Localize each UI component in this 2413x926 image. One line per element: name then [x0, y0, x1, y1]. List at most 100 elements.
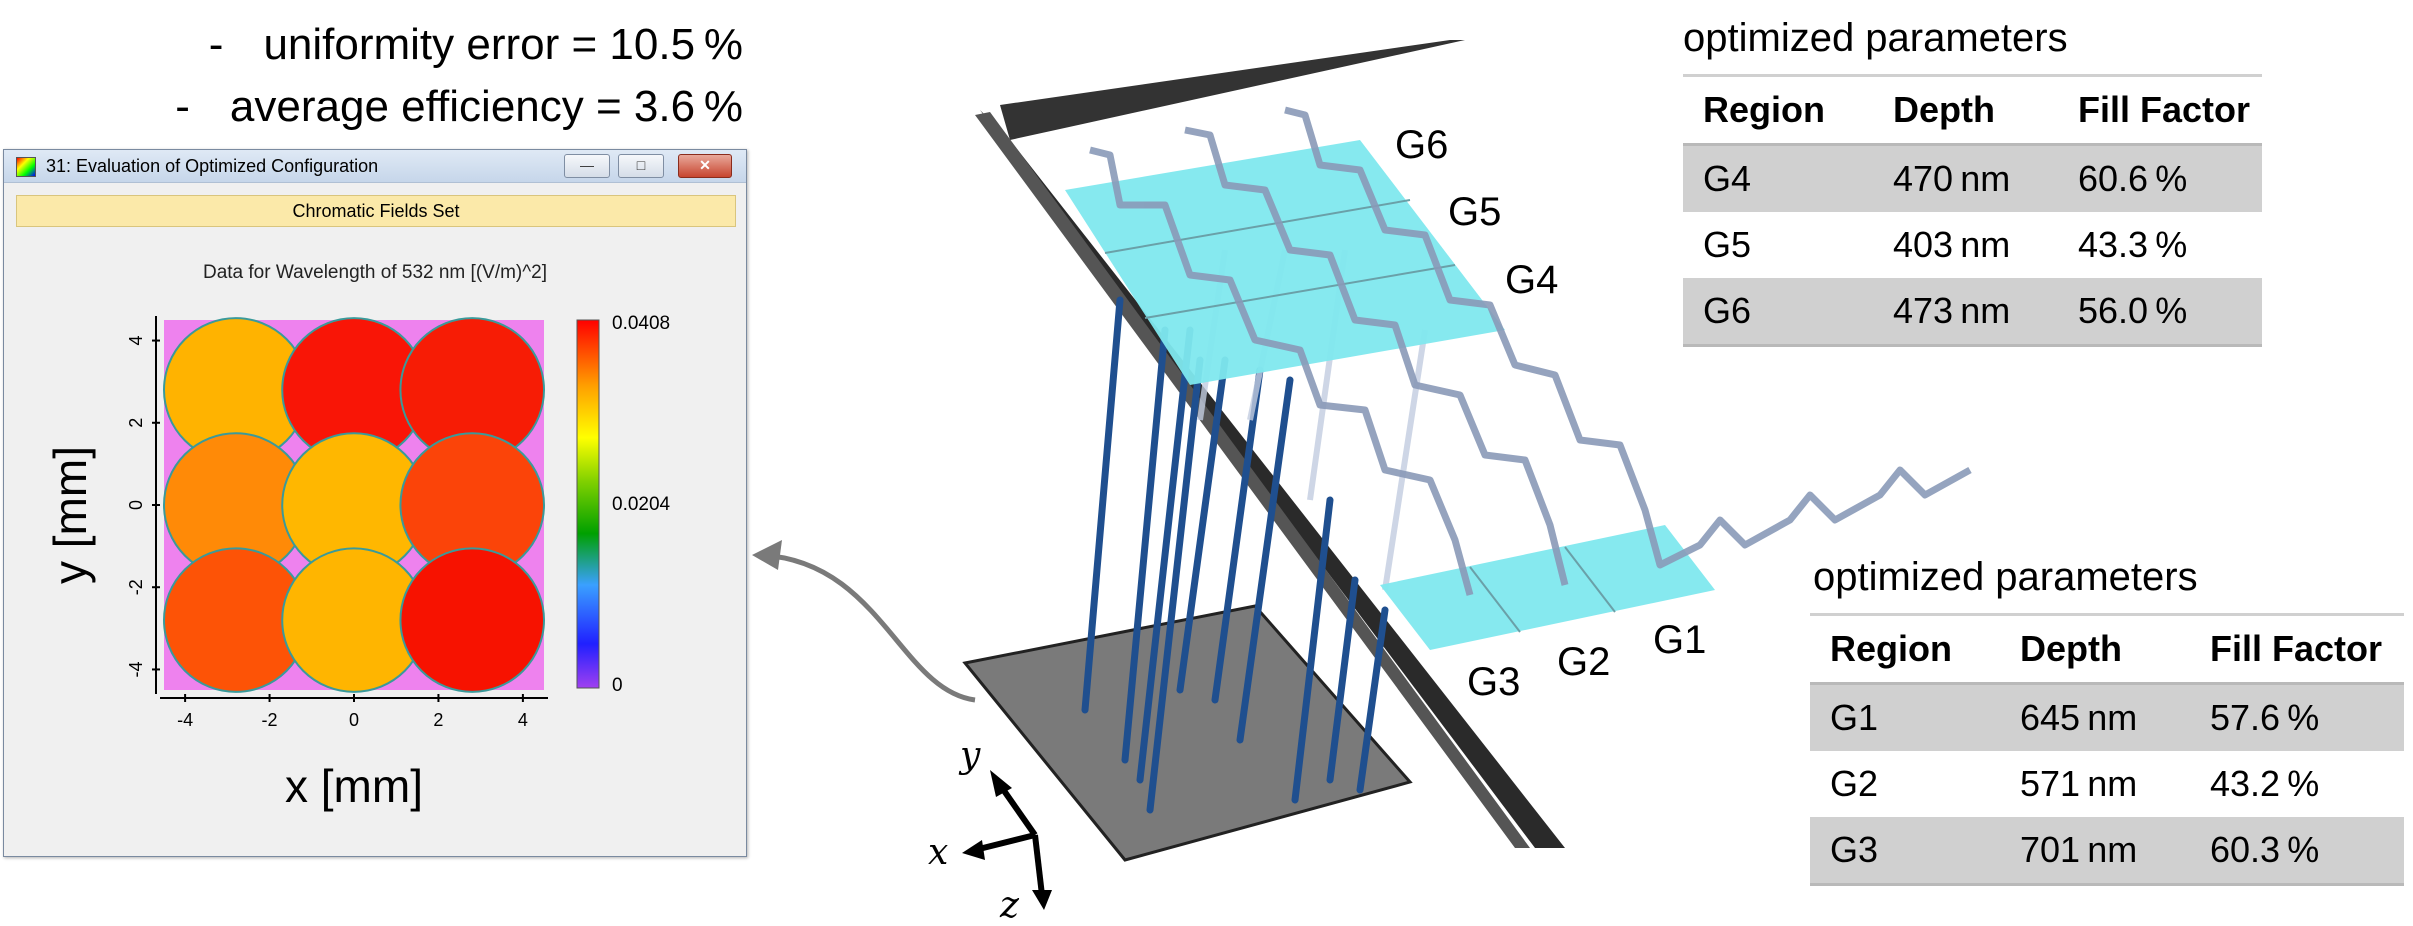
minimize-button[interactable]: — [564, 154, 610, 178]
y-axis-label: y [mm] [44, 446, 96, 584]
y-tick-label: 2 [126, 418, 146, 428]
efficiency-line: -average efficiency = 3.6 % [175, 82, 743, 131]
z-axis [1032, 834, 1045, 896]
ray [1382, 329, 1428, 591]
label-g4: G4 [1505, 258, 1559, 302]
x-tick-label: 2 [433, 710, 443, 730]
cell-depth: 403 nm [1893, 224, 2011, 265]
column-header-region: Region [1810, 613, 2000, 685]
zigzag-path [1184, 126, 1569, 586]
cell-fill-factor: 57.6 % [2190, 683, 2404, 751]
ray [1121, 326, 1169, 764]
cell-fill-factor: 60.6 % [2058, 144, 2262, 212]
tab-chromatic-fields-set[interactable]: Chromatic Fields Set [16, 195, 736, 227]
grating-division [1144, 264, 1456, 319]
column-header-fill-factor: Fill Factor [2190, 613, 2404, 685]
label-g3: G3 [1467, 660, 1521, 704]
colorbar-tick-min: 0 [612, 675, 623, 696]
column-header-fill-factor: Fill Factor [2058, 74, 2262, 146]
cell-fill-factor: 43.2 % [2210, 763, 2320, 804]
arrow-curve [759, 552, 976, 703]
cell-region: G5 [1703, 224, 1752, 265]
cell-depth: 645 nm [2000, 683, 2190, 751]
grating-division [1469, 566, 1521, 633]
zigzag-path [1089, 146, 1474, 596]
table-row: G3 701 nm 60.3 % [1810, 817, 2404, 886]
y-tick-label: 0 [126, 500, 146, 510]
x-axis [974, 832, 1036, 853]
table-row: G1 645 nm 57.6 % [1810, 683, 2404, 751]
cell-region: G2 [1830, 763, 1879, 804]
label-g5: G5 [1448, 190, 1502, 234]
arrow-head [752, 540, 782, 570]
y-arrowhead [990, 770, 1012, 797]
cell-region: G1 [1810, 683, 2000, 751]
grating-lower-divisions [1469, 546, 1616, 633]
y-tick-label: -2 [126, 579, 146, 595]
summary-text: -uniformity error = 10.5 % -average effi… [175, 14, 743, 138]
cell-depth: 701 nm [2000, 817, 2190, 886]
ray [1291, 496, 1334, 804]
zigzag-path [1284, 106, 1972, 569]
colorbar-tick-mid: 0.0204 [612, 494, 671, 515]
label-g2: G2 [1557, 640, 1611, 684]
waveguide-slab [980, 110, 1565, 848]
column-header-depth: Depth [2000, 613, 2190, 685]
intensity-spot [399, 547, 546, 693]
ray [1356, 606, 1389, 794]
cell-fill-factor: 43.3 % [2078, 224, 2188, 265]
cell-depth: 470 nm [1873, 144, 2058, 212]
lower-table-title: optimized parameters [1813, 555, 2198, 599]
ray [1211, 366, 1264, 704]
grating-division [1564, 546, 1616, 613]
grating-division [1104, 199, 1411, 254]
grating-upper-divisions [1104, 199, 1456, 319]
label-g1: G1 [1653, 618, 1707, 662]
table-row: G5 403 nm 43.3 % [1683, 212, 2262, 278]
ray-bundle [1081, 296, 1389, 814]
axis-label-x: x [928, 832, 949, 873]
column-header-region: Region [1683, 74, 1873, 146]
table-header-row: Region Depth Fill Factor [1810, 613, 2404, 685]
x-axis-label: x [mm] [285, 760, 423, 812]
lower-parameter-table: Region Depth Fill Factor G1 645 nm 57.6 … [1810, 613, 2404, 886]
label-g6: G6 [1395, 123, 1449, 167]
axis-label-z: z [1000, 885, 1019, 926]
evaluation-window: 31: Evaluation of Optimized Configuratio… [3, 149, 747, 857]
upper-parameter-table: Region Depth Fill Factor G4 470 nm 60.6 … [1683, 74, 2262, 347]
z-arrowhead [1032, 890, 1052, 910]
colorbar [576, 319, 600, 689]
cell-region: G4 [1683, 144, 1873, 212]
window-titlebar[interactable]: 31: Evaluation of Optimized Configuratio… [4, 150, 746, 183]
table-row: G6 473 nm 56.0 % [1683, 278, 2262, 347]
waveguide-face [975, 112, 1530, 848]
grating-g1-g3 [1380, 525, 1715, 650]
uniformity-line: -uniformity error = 10.5 % [208, 20, 743, 69]
x-tick-label: 4 [518, 710, 528, 730]
plot-subtitle: Data for Wavelength of 532 nm [(V/m)^2] [202, 262, 548, 283]
waveguide-top-edge [1000, 40, 1465, 140]
table-header-row: Region Depth Fill Factor [1683, 74, 2262, 146]
coordinate-axes [974, 783, 1045, 896]
x-tick-label: -2 [262, 710, 278, 730]
ray [1146, 356, 1204, 814]
x-arrowhead [962, 840, 985, 860]
y-tick-label: 4 [126, 336, 146, 346]
ray [1236, 376, 1294, 744]
cell-region: G6 [1683, 278, 1873, 347]
close-button[interactable]: ✕ [678, 154, 732, 178]
y-axis [997, 783, 1038, 837]
ray [1326, 576, 1359, 784]
window-title: 31: Evaluation of Optimized Configuratio… [46, 156, 379, 176]
axis-label-y: y [960, 735, 981, 776]
ray [1081, 296, 1124, 714]
cell-fill-factor: 56.0 % [2058, 278, 2262, 347]
cell-fill-factor: 60.3 % [2190, 817, 2404, 886]
cell-region: G3 [1810, 817, 2000, 886]
ray [1136, 326, 1194, 784]
maximize-button[interactable]: □ [618, 154, 664, 178]
x-tick-label: 0 [349, 710, 359, 730]
app-icon [16, 157, 36, 177]
